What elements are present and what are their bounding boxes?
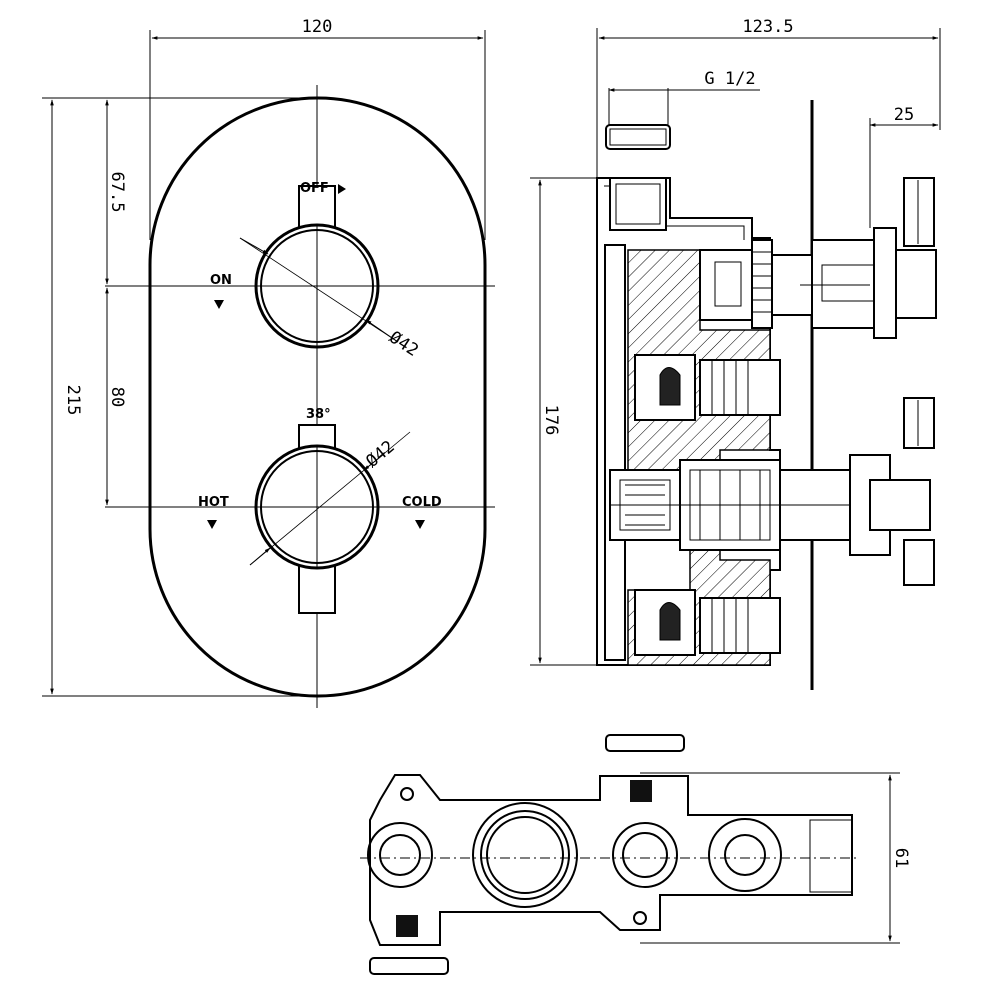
angle-label: 38° (306, 407, 331, 422)
label-cold: COLD (402, 495, 442, 510)
front-width-dim-text: 120 (302, 17, 333, 37)
label-on: ON (210, 273, 232, 288)
bottom-port-3 (612, 822, 678, 888)
mounting-hole-top (400, 787, 414, 801)
bottom-body-outline (369, 774, 853, 946)
front-upper-dim-text: 67.5 (107, 172, 127, 213)
bottom-marker-bottom (396, 915, 418, 937)
on-arrow-icon (214, 300, 224, 309)
off-arrow-icon (338, 184, 346, 194)
upper-cartridge (699, 177, 937, 339)
side-height-dim-text: 176 (541, 405, 561, 436)
bottom-bottom-cap (369, 957, 449, 975)
front-lower-dim-text: 80 (107, 387, 127, 407)
lower-check-valve (634, 589, 781, 656)
bottom-marker-top (630, 780, 652, 802)
label-hot: HOT (198, 495, 229, 510)
thread-dim-text: G 1/2 (704, 69, 755, 89)
label-off: OFF (300, 181, 329, 196)
side-top-cap (605, 124, 671, 150)
side-width-dim-text: 123.5 (742, 17, 793, 37)
bottom-view: 61 (360, 734, 911, 975)
lower-control-knob (249, 424, 411, 614)
upper-knob-diameter-text: Ø42 (385, 327, 422, 361)
mounting-hole-bottom (633, 911, 647, 925)
front-view: 120 215 67.5 80 Ø42 (42, 17, 495, 708)
bottom-top-cap (605, 734, 685, 752)
hot-arrow-icon (207, 520, 217, 529)
thermostatic-cartridge (609, 397, 935, 586)
upper-check-valve (634, 354, 781, 421)
depth-dim-text: 25 (894, 105, 914, 125)
bottom-port-1 (367, 822, 433, 888)
bottom-port-2 (472, 802, 578, 908)
side-view: 123.5 G 1/2 25 176 (530, 17, 941, 690)
bottom-port-4 (708, 818, 782, 892)
cold-arrow-icon (415, 520, 425, 529)
front-height-dim-text: 215 (63, 385, 83, 416)
upper-control-knob (239, 185, 399, 349)
bottom-height-dim-text: 61 (891, 848, 911, 868)
